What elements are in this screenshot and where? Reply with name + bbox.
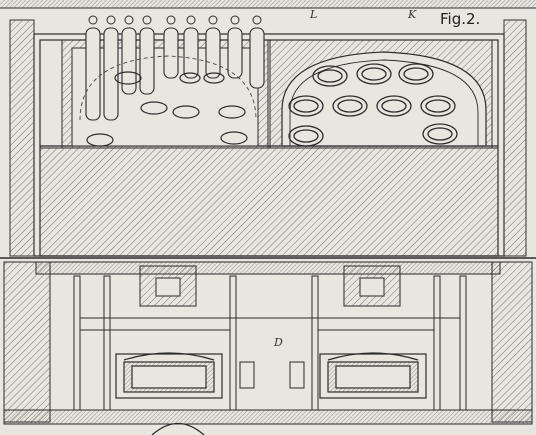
retort-tubes	[85, 27, 265, 121]
brick-mass	[39, 147, 499, 257]
retort-mouths-left	[86, 71, 248, 147]
label-D: D	[273, 336, 283, 349]
bottom-arc	[151, 422, 205, 435]
furnace-door-right	[319, 352, 427, 399]
retort-chamber-right	[269, 39, 493, 149]
label-L: L	[309, 8, 317, 21]
side-walls	[9, 19, 527, 257]
support-columns	[73, 275, 467, 411]
tube-caps	[88, 15, 262, 25]
dashed-arc-guide	[79, 55, 257, 121]
tie-rods	[80, 317, 460, 331]
label-K: K	[407, 8, 417, 21]
retort-ovals-right	[288, 63, 458, 147]
top-strip	[0, 0, 536, 9]
flue-boxes	[139, 265, 401, 307]
inspection-slots	[239, 361, 305, 389]
figure-label: Fig.2.	[440, 10, 480, 28]
lower-chamber-walls	[3, 261, 533, 425]
furnace-door-left	[115, 352, 223, 399]
base-slab	[0, 257, 536, 275]
